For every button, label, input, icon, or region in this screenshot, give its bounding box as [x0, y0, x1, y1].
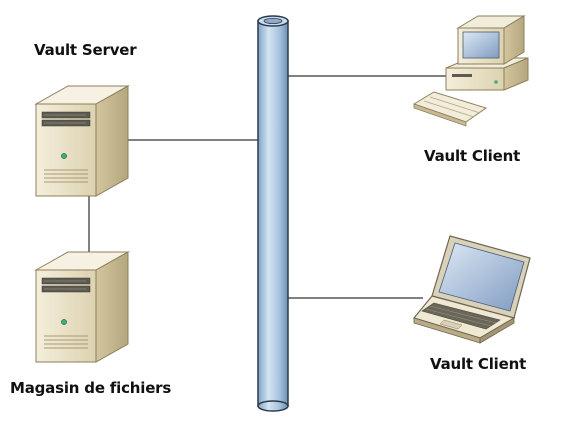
- server-label: Vault Server: [34, 41, 137, 59]
- tower-server-icon: [34, 85, 130, 197]
- laptop-icon: [412, 235, 531, 344]
- laptop-client-label: Vault Client: [430, 355, 527, 373]
- desktop-computer-icon: [412, 15, 529, 127]
- desktop-client-label: Vault Client: [424, 147, 521, 165]
- tower-server-icon: [34, 251, 130, 363]
- network-backbone-pipe: [257, 15, 289, 412]
- filestore-label: Magasin de fichiers: [10, 379, 172, 397]
